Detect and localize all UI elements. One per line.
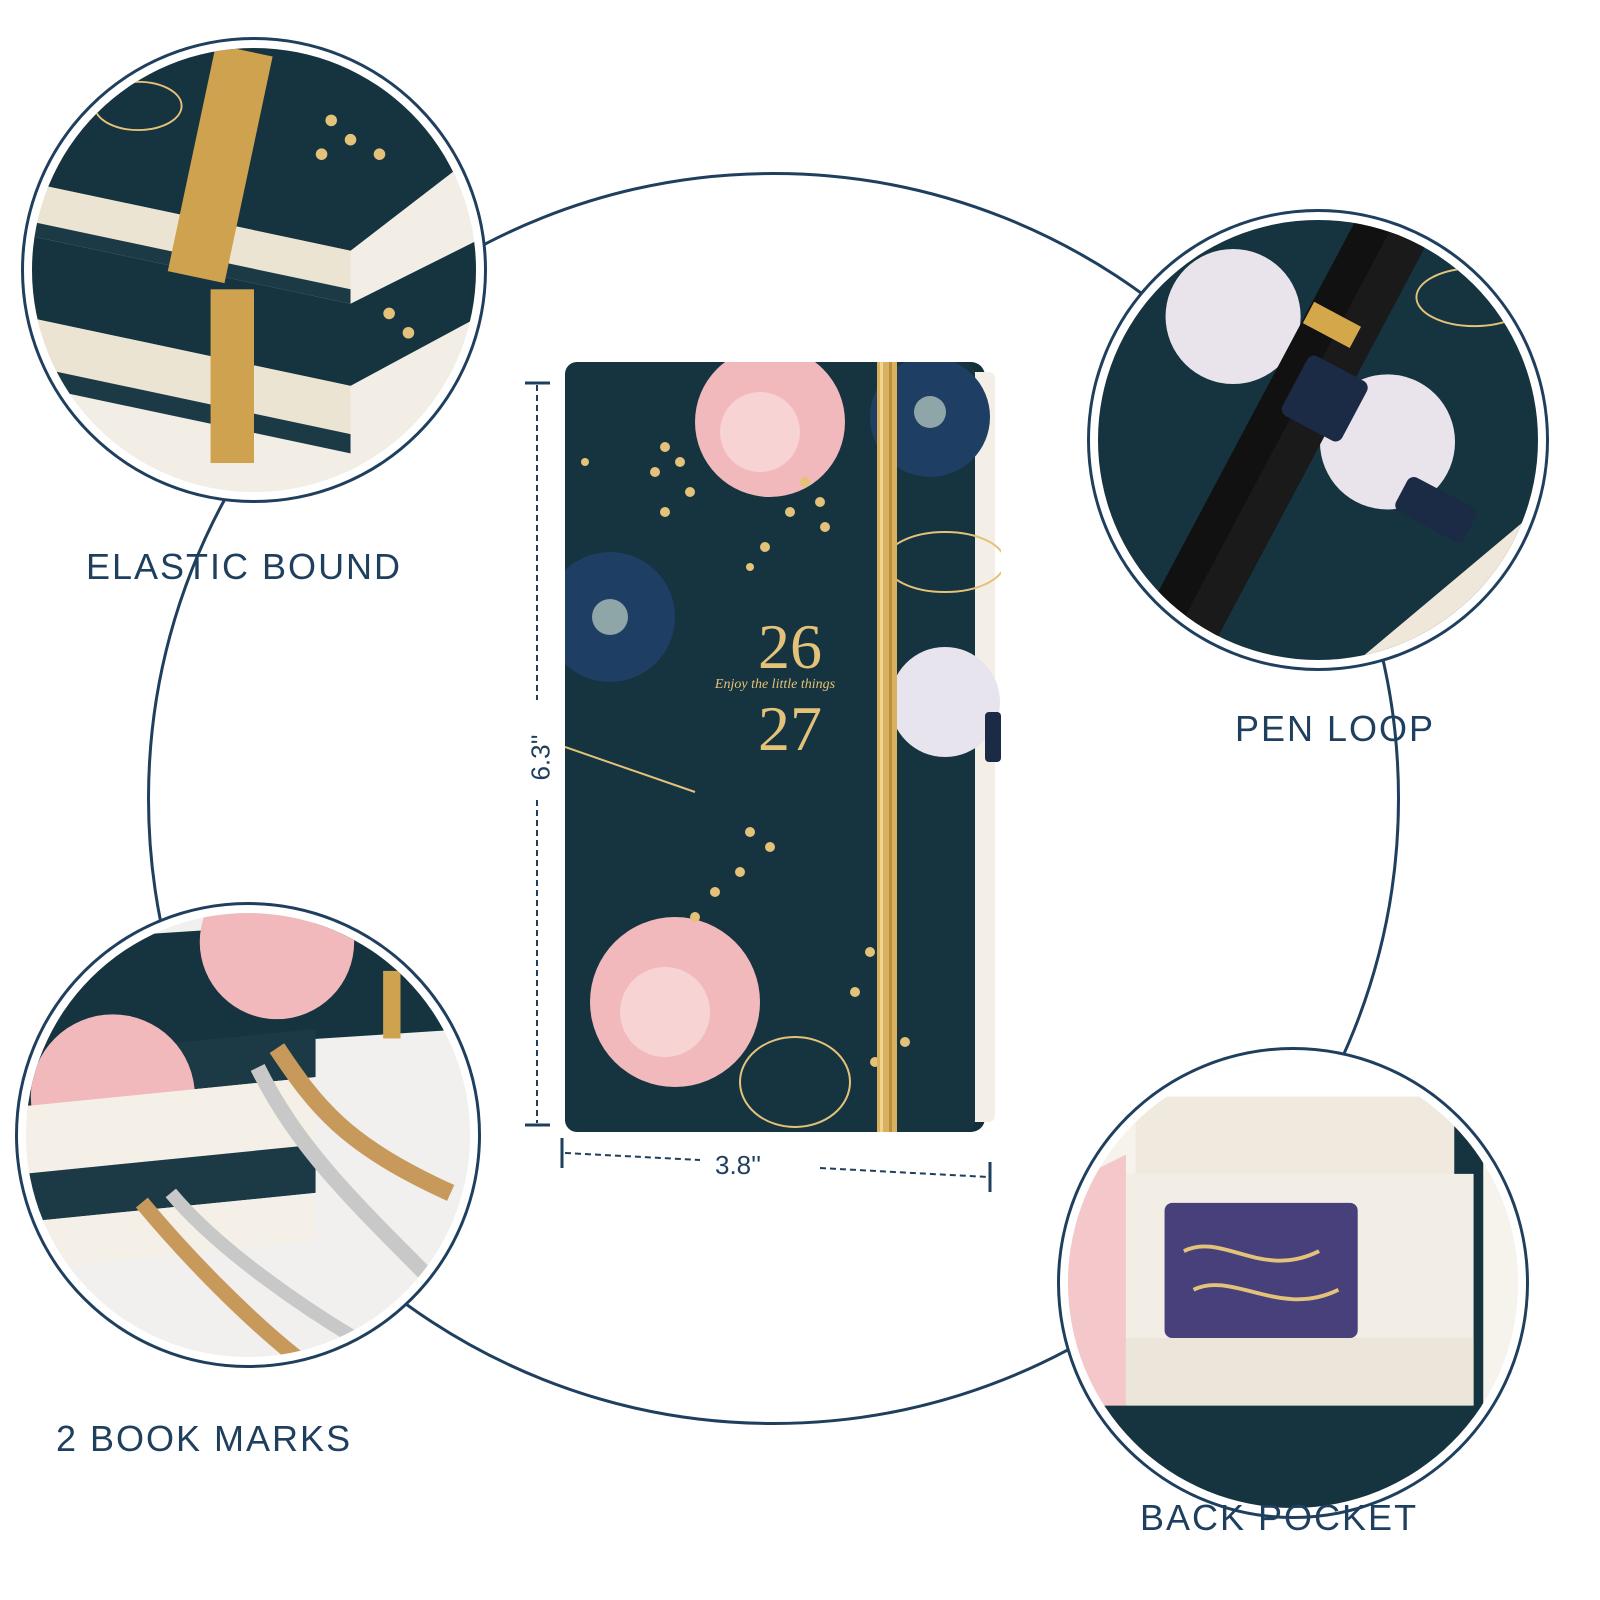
back-pocket-detail-photo [1060,1050,1526,1516]
width-dimension: 3.8'' [715,1150,762,1180]
height-dimension: 6.3'' [525,734,556,781]
connector-ring [147,172,1400,1425]
elastic-bound-detail-photo [24,40,484,500]
bookmarks-detail-photo [18,905,478,1365]
bookmarks-label: 2 BOOK MARKS [56,1418,353,1459]
cover-year-bottom: 27 [758,693,822,764]
elastic-bound-label: ELASTIC BOUND [86,546,403,587]
cover-year-top: 26 [758,611,822,682]
back-pocket-label: BACK POCKET [1140,1497,1419,1538]
cover-motto: Enjoy the little things [714,677,836,692]
notebook-cover [565,362,1001,1132]
pen-loop-detail-photo [1090,212,1546,668]
pen-loop-label: PEN LOOP [1235,708,1436,749]
